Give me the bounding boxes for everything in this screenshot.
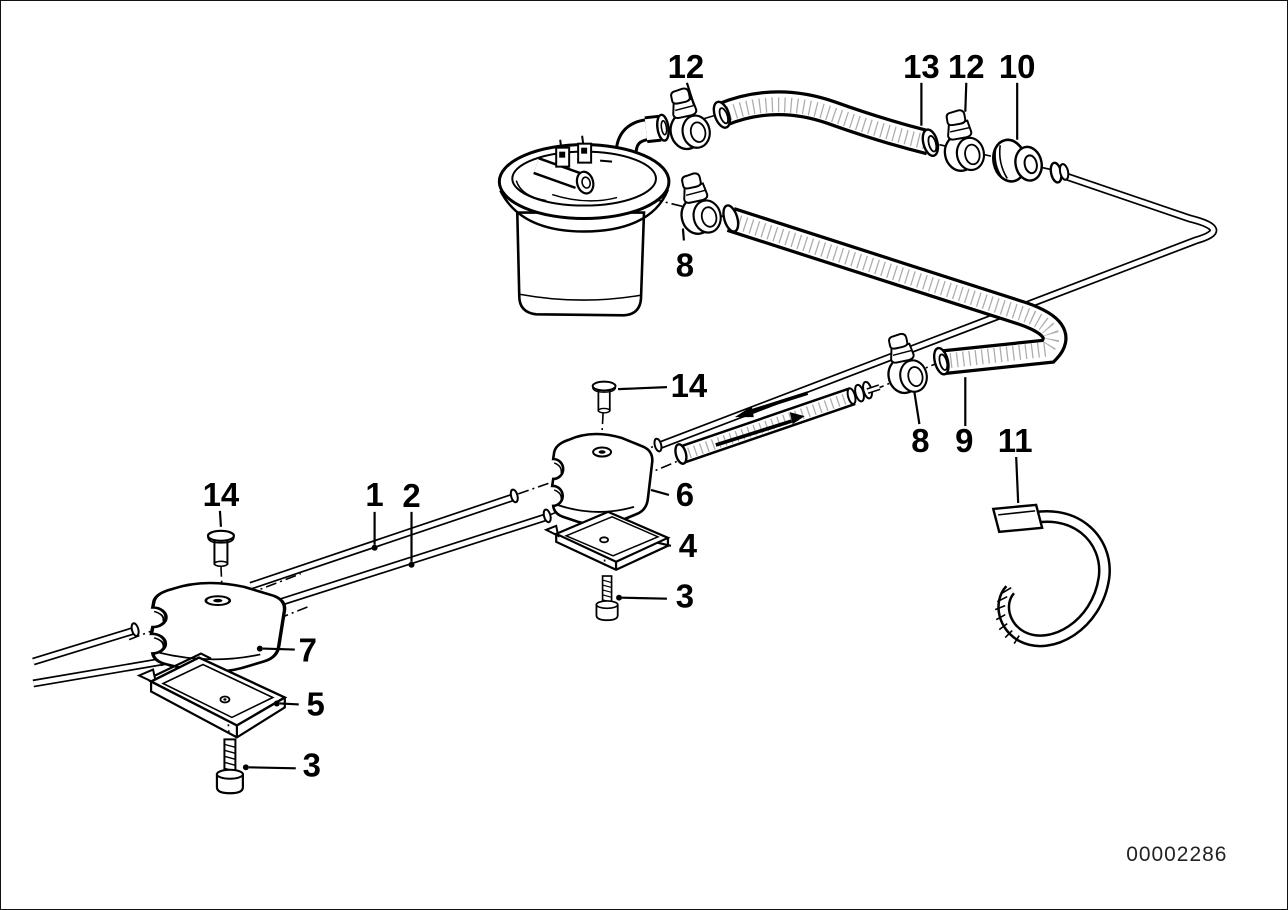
flow-arrow-right-icon	[715, 412, 805, 447]
callout-block7[interactable]: 7	[299, 632, 317, 669]
callout-bracket5[interactable]: 5	[307, 685, 325, 722]
fuel-pipe-1	[32, 488, 519, 666]
callout-grommet10[interactable]: 10	[999, 48, 1036, 85]
callout-screw3-mid[interactable]: 3	[676, 578, 694, 615]
callout-bracket4[interactable]: 4	[679, 527, 698, 564]
filter-terminals	[555, 135, 613, 168]
callout-hose9[interactable]: 9	[955, 422, 973, 459]
plug-14-mid	[591, 380, 617, 414]
fuel-pipe-2	[32, 508, 552, 688]
hose-13	[712, 90, 940, 158]
callout-strap11[interactable]: 11	[998, 422, 1033, 459]
leader-lines	[218, 82, 1020, 771]
callout-pipe2[interactable]: 2	[402, 477, 420, 514]
callout-block6[interactable]: 6	[676, 476, 694, 513]
callout-plug14-left[interactable]: 14	[203, 476, 240, 513]
hose-clamp-8-filter	[672, 168, 725, 239]
callout-clamp8-mid[interactable]: 8	[911, 422, 929, 459]
pipe-fitting	[854, 380, 881, 403]
flow-arrow-left-icon	[734, 391, 809, 418]
fuel-pipe-return-loop	[653, 161, 1218, 453]
clamp-block-6	[550, 432, 654, 526]
callout-labels: 12 13 12 10 8 14 8 9 11 14 1 2 6 4 3 7 5…	[203, 48, 1036, 783]
fuel-filter	[497, 113, 671, 317]
callout-pipe1[interactable]: 1	[365, 476, 383, 513]
pipe-sleeve	[674, 380, 881, 465]
screw-3-mid	[595, 575, 619, 622]
hose-9	[722, 204, 1068, 376]
callout-plug14-mid[interactable]: 14	[671, 367, 708, 404]
callout-hose13[interactable]: 13	[903, 48, 940, 85]
callout-clamp12-left[interactable]: 12	[668, 48, 705, 85]
bracket-4	[543, 510, 671, 571]
hose-clamp-12-right	[936, 106, 988, 176]
clamp-block-7	[149, 581, 287, 674]
bracket-5	[136, 652, 288, 739]
filter-outlet-fitting	[533, 157, 595, 195]
callout-screw3-left[interactable]: 3	[303, 746, 321, 783]
screw-3-left	[215, 738, 244, 795]
hose-clamp-8-mid	[879, 329, 931, 398]
plug-14-left	[206, 529, 236, 568]
callout-clamp12-right[interactable]: 12	[948, 48, 985, 85]
grommet-10	[992, 138, 1043, 183]
strap-11	[991, 503, 1111, 648]
drawing-number: 00002286	[1126, 843, 1227, 866]
callout-clamp8-filter[interactable]: 8	[676, 246, 694, 283]
